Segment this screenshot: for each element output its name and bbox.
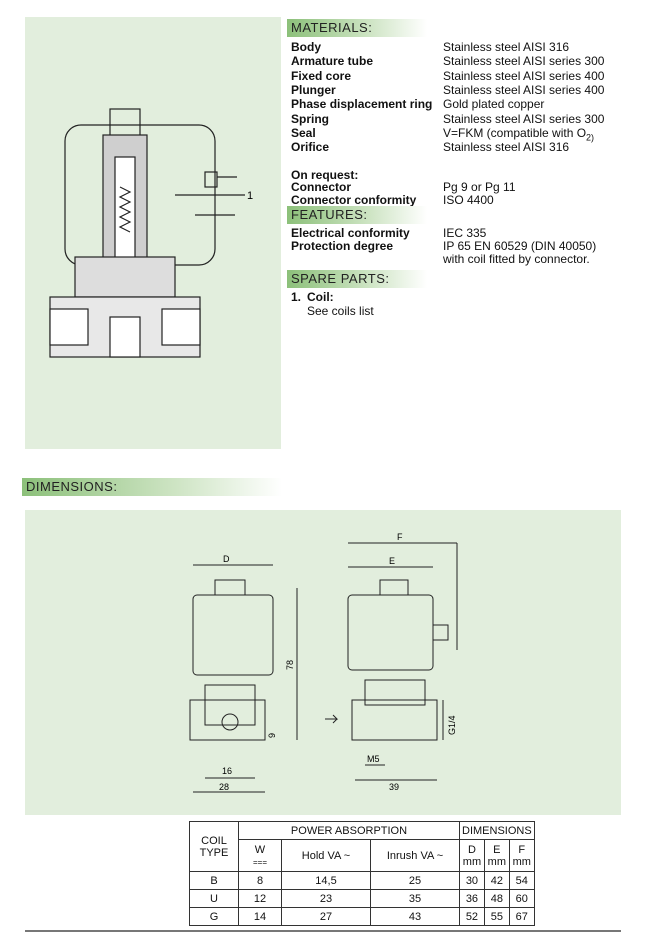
spec-value: IEC 335 (443, 226, 487, 240)
dim-f: F (397, 532, 403, 542)
spec-key: Protection degree (291, 239, 394, 253)
dimensions-header: DIMENSIONS: (22, 478, 282, 496)
on-request-title: On request: (291, 168, 359, 182)
footer-rule (25, 930, 621, 932)
table-cell: 67 (508, 907, 535, 926)
dimensions-panel: D 78 9 16 28 F E G1/4 M5 39 (25, 510, 621, 815)
dim-d: D (223, 554, 230, 564)
spec-key: Seal (291, 125, 316, 140)
dim-m5: M5 (367, 754, 380, 764)
table-cell: 60 (508, 889, 535, 908)
table-cell: 54 (508, 871, 535, 890)
table-cell: 8 (238, 871, 282, 890)
spec-value: Stainless steel AISI 316 (443, 40, 569, 54)
spec-value-text: Stainless steel AISI series 400 (443, 68, 605, 83)
th-inrush: Inrush VA ~ (370, 839, 460, 872)
spec-value: Pg 9 or Pg 11 (443, 180, 516, 194)
spec-key: Fixed core (291, 68, 352, 83)
features-list: Electrical conformity IEC 335 Protection… (291, 226, 621, 268)
materials-header: MATERIALS: (287, 19, 427, 37)
spec-value-text: Gold plated copper (443, 97, 545, 112)
table-cell: 35 (370, 889, 460, 908)
table-cell: 36 (459, 889, 485, 908)
table-cell: 25 (370, 871, 460, 890)
th-power: POWER ABSORPTION (238, 821, 460, 840)
th-dims: DIMENSIONS (459, 821, 535, 840)
dim-28: 28 (219, 782, 229, 792)
th-d: D mm (459, 839, 485, 872)
spec-value: Stainless steel AISI series 300 (443, 54, 604, 68)
table-cell: 27 (281, 907, 371, 926)
callout-1: 1 (247, 190, 253, 202)
spare-parts-list: 1. Coil: See coils list (291, 290, 491, 320)
table-cell: G (189, 907, 239, 926)
features-header: FEATURES: (287, 206, 427, 224)
spec-value: Stainless steel AISI series 300 (443, 112, 604, 126)
table-cell: 12 (238, 889, 282, 908)
spec-key: Connector (291, 180, 351, 194)
table-cell: 48 (483, 889, 510, 908)
spec-value-text: Stainless steel AISI series 400 (443, 82, 605, 97)
th-w-label: W (254, 843, 266, 856)
table-cell: 42 (483, 871, 510, 890)
spare-parts-header: SPARE PARTS: (287, 270, 427, 288)
table-cell: 52 (459, 907, 485, 926)
spec-value-text: Stainless steel AISI series 300 (443, 111, 605, 126)
dim-g14: G1/4 (447, 715, 457, 735)
th-hold: Hold VA ~ (281, 839, 371, 872)
spare-item-sub: See coils list (307, 304, 374, 318)
spec-value-text: Stainless steel AISI series 300 (443, 54, 605, 69)
spare-item: Coil: (307, 290, 334, 304)
spec-value-text: Stainless steel AISI 316 (443, 40, 570, 54)
table-cell: B (189, 871, 239, 890)
spec-key: Orifice (291, 140, 330, 155)
spec-key: Phase displacement ring (291, 97, 433, 112)
valve-cross-section-drawing: 1 (49, 108, 253, 358)
spec-key: Spring (291, 111, 329, 126)
coil-table-wrap: COIL TYPE POWER ABSORPTION DIMENSIONS W=… (189, 821, 535, 926)
dim-e: E (389, 556, 395, 566)
dim-39: 39 (389, 782, 399, 792)
coil-table: COIL TYPE POWER ABSORPTION DIMENSIONS W=… (189, 821, 535, 926)
spare-num: 1. (291, 290, 302, 304)
dim-16: 16 (222, 766, 232, 776)
spec-key: Connector conformity (291, 193, 417, 207)
spec-value: with coil fitted by connector. (443, 252, 590, 266)
spec-key: Armature tube (291, 54, 374, 69)
spec-value-text: V=FKM (compatible with O (443, 125, 587, 140)
table-cell: U (189, 889, 239, 908)
spec-value: ISO 4400 (443, 193, 494, 207)
table-cell: 14 (238, 907, 282, 926)
cross-section-panel: 1 (25, 17, 281, 449)
spec-value: Gold plated copper (443, 97, 544, 111)
dimensions-drawing: D 78 9 16 28 F E G1/4 M5 39 (189, 532, 458, 793)
spec-value: Stainless steel AISI series 400 (443, 83, 604, 97)
th-coil-type: COIL TYPE (189, 821, 239, 872)
dc-symbol: === (252, 857, 267, 867)
subscript: 2) (586, 132, 595, 143)
th-e: E mm (483, 839, 510, 872)
on-request-section: On request: Connector Pg 9 or Pg 11 Conn… (291, 168, 621, 210)
spec-value: Stainless steel AISI 316 (443, 140, 569, 154)
th-w: W=== (238, 839, 282, 872)
spec-key: Electrical conformity (291, 226, 410, 240)
dim-78: 78 (285, 660, 295, 670)
spec-key: Body (291, 40, 321, 54)
spec-value: Stainless steel AISI series 400 (443, 69, 604, 83)
table-cell: 23 (281, 889, 371, 908)
table-cell: 30 (459, 871, 485, 890)
th-f: F mm (508, 839, 535, 872)
dim-9: 9 (267, 733, 277, 738)
table-cell: 43 (370, 907, 460, 926)
spec-value: IP 65 EN 60529 (DIN 40050) (443, 239, 597, 253)
table-cell: 55 (483, 907, 510, 926)
spec-value: V=FKM (compatible with O2) (443, 126, 594, 144)
spec-value-text: Stainless steel AISI 316 (443, 140, 570, 155)
table-cell: 14,5 (281, 871, 371, 890)
spec-key: Plunger (291, 82, 336, 97)
